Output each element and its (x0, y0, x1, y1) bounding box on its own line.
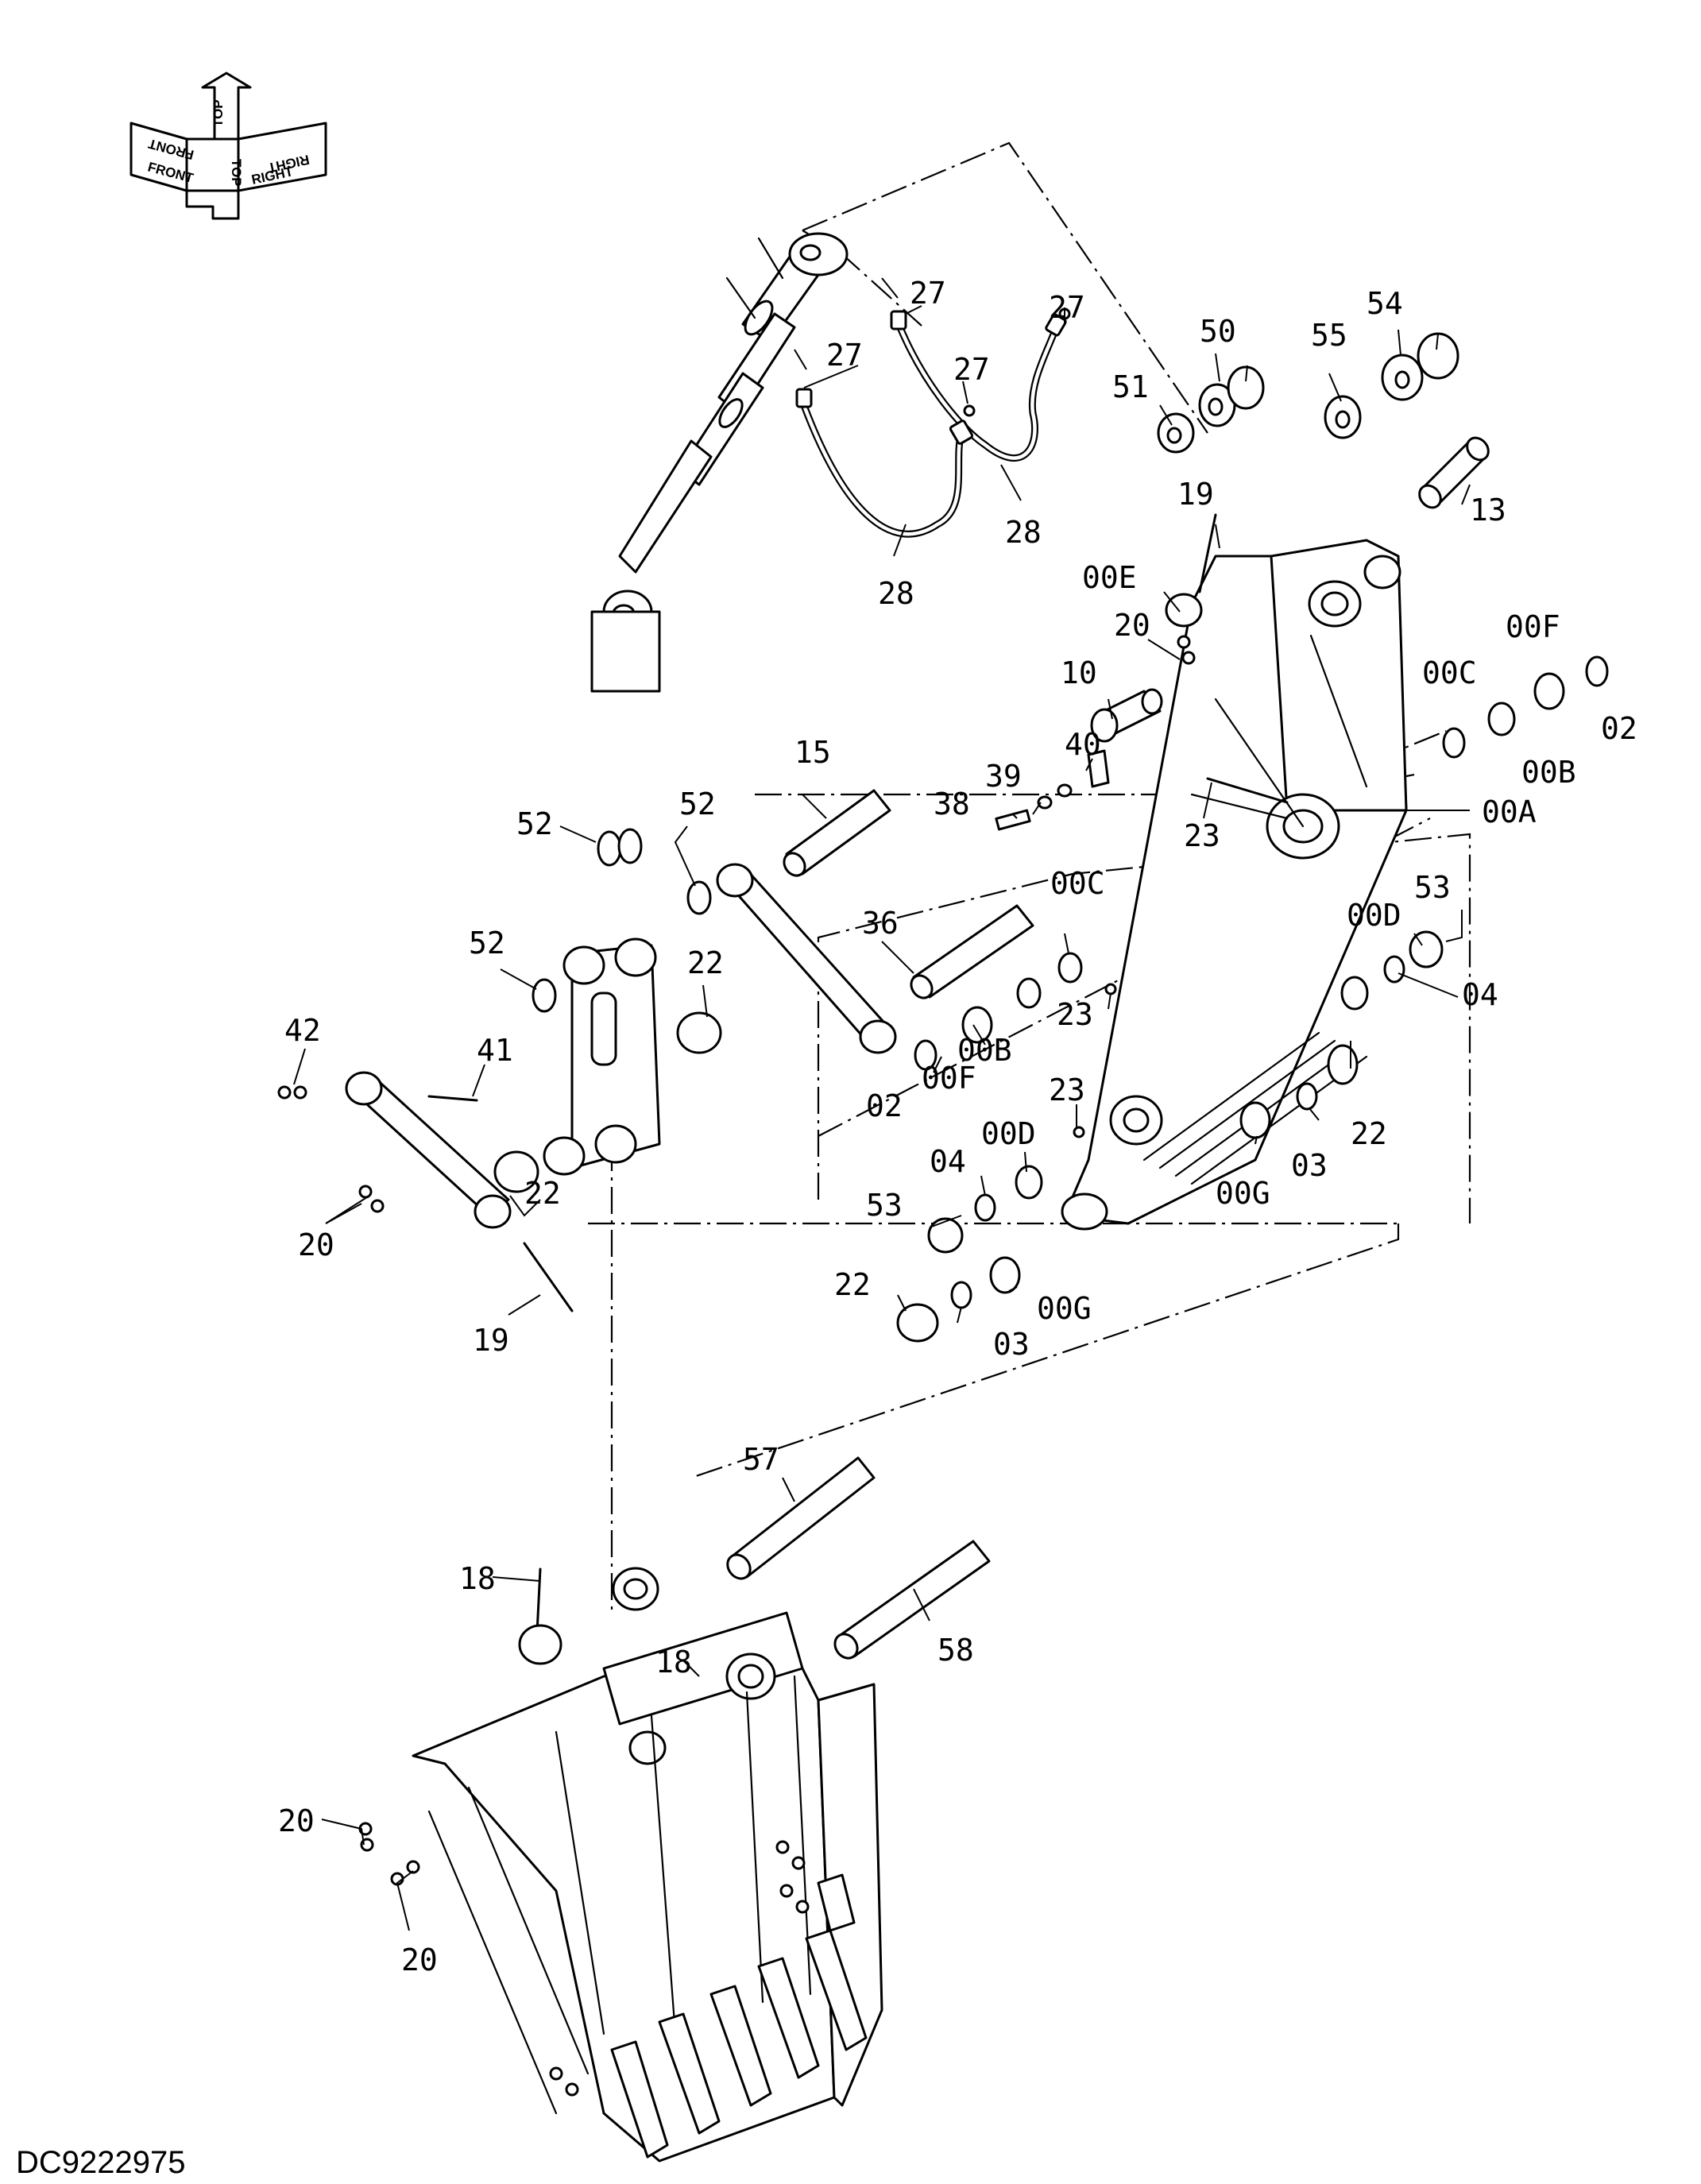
callout-04-right: 04 (1462, 977, 1498, 1012)
callout-00A: 00A (1482, 794, 1537, 829)
callout-27b: 27 (1049, 290, 1085, 325)
callout-00F-right: 00F (1506, 609, 1560, 644)
callout-00D-right: 00D (1347, 898, 1401, 933)
callout-02-mid: 02 (866, 1088, 903, 1123)
callout-04-mid: 04 (930, 1144, 966, 1179)
callout-00B-right: 00B (1521, 755, 1576, 790)
callout-23-top: 23 (1184, 818, 1220, 853)
callout-19-left: 19 (473, 1323, 509, 1358)
callout-40: 40 (1065, 727, 1101, 762)
callout-labels: 27 27 27 27 28 28 50 51 54 55 13 19 00E … (278, 276, 1637, 1977)
callout-00C-right: 00C (1422, 655, 1477, 690)
callout-55: 55 (1311, 318, 1347, 353)
callout-18b: 18 (655, 1645, 692, 1680)
callout-03-right: 03 (1291, 1148, 1328, 1183)
callout-58: 58 (937, 1633, 974, 1668)
callout-36: 36 (862, 906, 899, 941)
callout-20-bucket-b: 20 (401, 1942, 438, 1977)
callout-52b: 52 (679, 787, 716, 821)
callout-39: 39 (985, 759, 1022, 794)
callout-27d: 27 (953, 352, 990, 387)
fasteners (277, 513, 1289, 1886)
document-id: DC9222975 (16, 2145, 186, 2180)
callout-27a: 27 (910, 276, 946, 311)
orientation-rose: FRONT TOP RIGHT FRONT TOP RIGHT (130, 72, 327, 220)
links (345, 863, 897, 1229)
callout-42: 42 (284, 1013, 321, 1048)
callout-23-low: 23 (1049, 1073, 1085, 1107)
bucket (412, 1567, 883, 2163)
callout-00G-right: 00G (1216, 1176, 1270, 1211)
pins (726, 436, 1490, 1660)
callout-23-mid: 23 (1057, 997, 1093, 1032)
callout-10: 10 (1061, 655, 1097, 690)
callout-02-right: 02 (1601, 711, 1637, 746)
hoses (794, 277, 1071, 538)
callout-52c: 52 (469, 926, 505, 961)
callout-20-bucket-a: 20 (278, 1803, 315, 1838)
callout-22-mid: 22 (687, 945, 724, 980)
callout-18a: 18 (459, 1561, 496, 1596)
leader-lines (293, 305, 1471, 1931)
callout-00D-mid: 00D (981, 1116, 1036, 1151)
callout-22-left: 22 (524, 1176, 561, 1211)
callout-19-top: 19 (1177, 477, 1214, 512)
rose-label-top: TOP (211, 99, 226, 127)
callout-22-right: 22 (1351, 1116, 1387, 1151)
callout-38: 38 (934, 787, 970, 821)
callout-00C-mid: 00C (1050, 866, 1105, 901)
arm (1061, 539, 1408, 1231)
callout-28b: 28 (1005, 515, 1042, 550)
callout-00E: 00E (1082, 560, 1137, 595)
callout-00B-mid: 00B (957, 1033, 1012, 1068)
rose-label-top-mirror: TOP (229, 159, 244, 187)
callout-00G-low: 00G (1037, 1291, 1092, 1326)
callout-57: 57 (743, 1442, 779, 1477)
callout-53-right: 53 (1414, 870, 1451, 905)
callout-20-top: 20 (1114, 608, 1150, 643)
callout-53-mid: 53 (866, 1188, 903, 1223)
callout-28a: 28 (878, 576, 914, 611)
callout-54: 54 (1367, 286, 1403, 321)
callout-13: 13 (1470, 493, 1506, 528)
rings (493, 655, 1609, 1343)
callout-22-low: 22 (834, 1267, 871, 1302)
callout-51: 51 (1112, 369, 1149, 404)
callout-15: 15 (794, 735, 831, 770)
callout-50: 50 (1200, 314, 1236, 349)
shims (1157, 332, 1459, 454)
callout-00F-mid: 00F (922, 1061, 976, 1096)
callout-20-left: 20 (298, 1227, 334, 1262)
callout-52a: 52 (516, 806, 553, 841)
callout-03-low: 03 (993, 1327, 1030, 1362)
callout-41: 41 (477, 1033, 513, 1068)
callout-27c: 27 (826, 338, 863, 373)
bucket-cylinder (590, 232, 849, 693)
